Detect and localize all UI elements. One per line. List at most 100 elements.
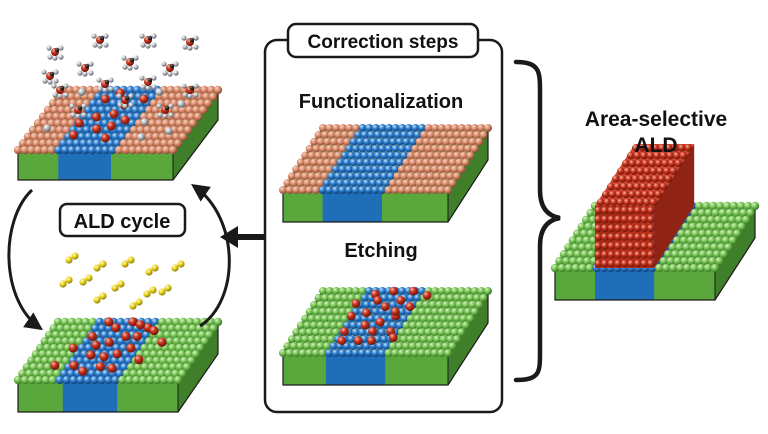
surface-atom [181,324,190,333]
surface-atom [446,314,455,323]
surface-atom [347,172,356,181]
surface-atom [68,337,77,346]
ligand-atom [108,86,114,92]
ligand-atom [193,35,199,41]
surface-atom [433,335,442,344]
surface-atom [305,186,314,194]
surface-atom [340,151,349,160]
ligand-atom [53,78,59,84]
surface-atom [213,317,223,327]
ligand-atom [102,87,108,93]
surface-atom [411,165,420,174]
film-atom [651,144,660,152]
film-atom [633,233,642,241]
film-atom [641,159,650,168]
film-atom [607,206,616,215]
film-atom [647,259,655,268]
deposited-atom [50,360,60,370]
surface-atom [60,145,70,155]
surface-atom [431,287,440,295]
film-atom [613,182,622,191]
surface-atom [170,330,179,340]
surface-atom [309,179,318,188]
surface-atom [177,125,186,135]
ligand-atom [63,83,69,89]
ligand-atom [75,113,81,119]
film-atom [620,242,629,250]
surface-atom [117,356,127,365]
surface-atom [444,186,452,194]
surface-atom [439,151,448,160]
surface-atom [125,375,134,385]
surface-atom [411,186,419,194]
coreactant-molecule [121,256,135,268]
ligand-atom [133,55,139,61]
surface-atom [415,321,424,330]
film-atom [635,159,643,168]
film-atom [601,206,609,215]
surface-atom [334,314,343,323]
precursor-molecule [156,103,174,119]
surface-atom [351,165,360,174]
surface-atom [338,144,347,153]
surface-atom [360,130,369,139]
surface-atom [139,375,148,385]
ligand-atom [151,75,157,81]
surface-atom [331,165,340,174]
surface-atom [404,186,413,194]
surface-atom [329,342,338,351]
surface-atom [331,328,340,337]
surface-atom [332,287,341,295]
surface-atom [178,132,188,141]
coreactant-molecule [171,260,185,272]
surface-atom [371,349,380,357]
surface-atom [132,85,142,95]
surface-atom [382,137,391,146]
surface-atom [413,151,422,160]
surface-atom [426,335,435,344]
surface-atom [173,375,183,385]
cycle-arrow-left [7,188,43,331]
surface-atom [170,125,179,135]
surface-atom [203,99,213,108]
surface-atom [134,362,143,372]
surface-atom [149,99,159,108]
surface-atom [433,172,442,181]
ligand-atom [57,93,63,99]
surface-atom [160,139,169,148]
surface-atom [696,263,706,273]
surface-atom [329,137,338,146]
surface-atom [347,335,356,344]
surface-atom [367,172,376,181]
ligand-atom [140,42,146,48]
film-atom [614,233,622,241]
ligand-atom [140,84,146,90]
surface-atom [724,243,733,252]
surface-atom [87,145,97,155]
surface-atom [323,137,332,146]
carbon-atom [129,57,135,63]
surface-atom [38,112,48,121]
surface-atom [187,112,196,121]
film-atom [633,259,642,268]
surface-atom [466,314,475,323]
deposited-atom [69,130,78,140]
surface-atom [323,321,332,330]
surface-atom [50,105,59,115]
surface-atom [65,330,75,340]
surface-atom [455,321,464,330]
surface-atom [70,324,79,333]
surface-atom [702,201,711,211]
surface-atom [180,85,189,95]
surface-atom [571,263,581,273]
surface-atom [325,144,334,153]
surface-atom [455,158,464,167]
carbon-atom [147,35,153,41]
surface-atom [89,99,98,108]
film-atom [640,151,648,160]
film-atom [640,242,649,250]
surface-atom [307,151,316,160]
surface-atom [415,342,424,351]
surface-atom [334,151,343,160]
surface-atom [716,222,725,231]
